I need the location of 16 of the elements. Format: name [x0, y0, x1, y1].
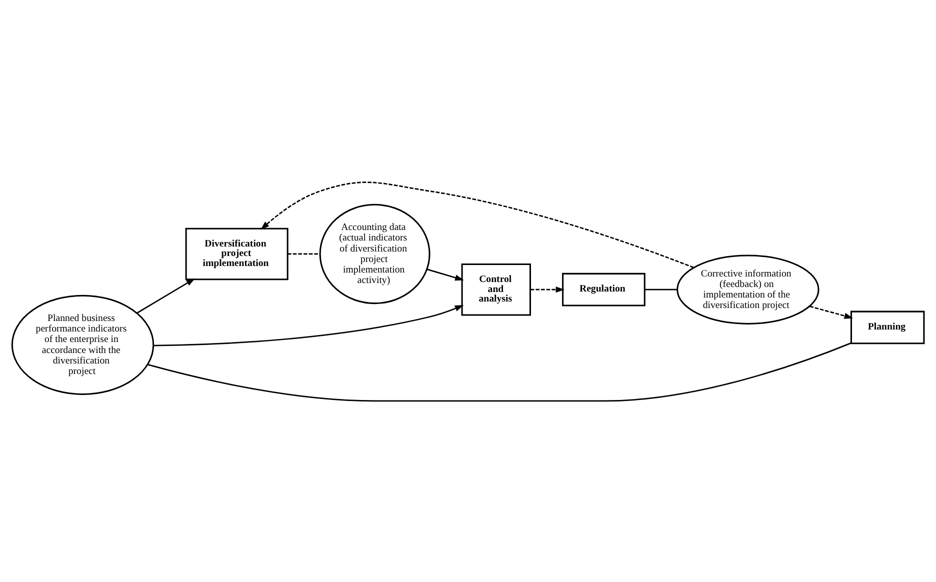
arrow	[260, 181, 694, 268]
arrow	[810, 305, 854, 318]
connector	[148, 342, 852, 402]
connector	[288, 252, 320, 254]
node-circle: Accounting data (actual indicators of diversification project implementation activity)	[319, 203, 430, 304]
arrow	[136, 278, 196, 314]
arrow	[426, 268, 464, 280]
arrow	[154, 304, 464, 346]
node-ellipse: Corrective information (feedback) on implementation of the diversification project	[676, 254, 820, 324]
arrow	[530, 286, 565, 292]
node-box: Diversification project implementation	[185, 227, 288, 280]
node-ellipse: Planned business performance indicators of the enterprise in accordance with the diversification project	[11, 294, 154, 394]
node-box: Planning	[850, 310, 925, 344]
node-box: Regulation	[562, 272, 646, 306]
connector	[644, 288, 677, 290]
node-box: Control and analysis	[461, 262, 531, 316]
